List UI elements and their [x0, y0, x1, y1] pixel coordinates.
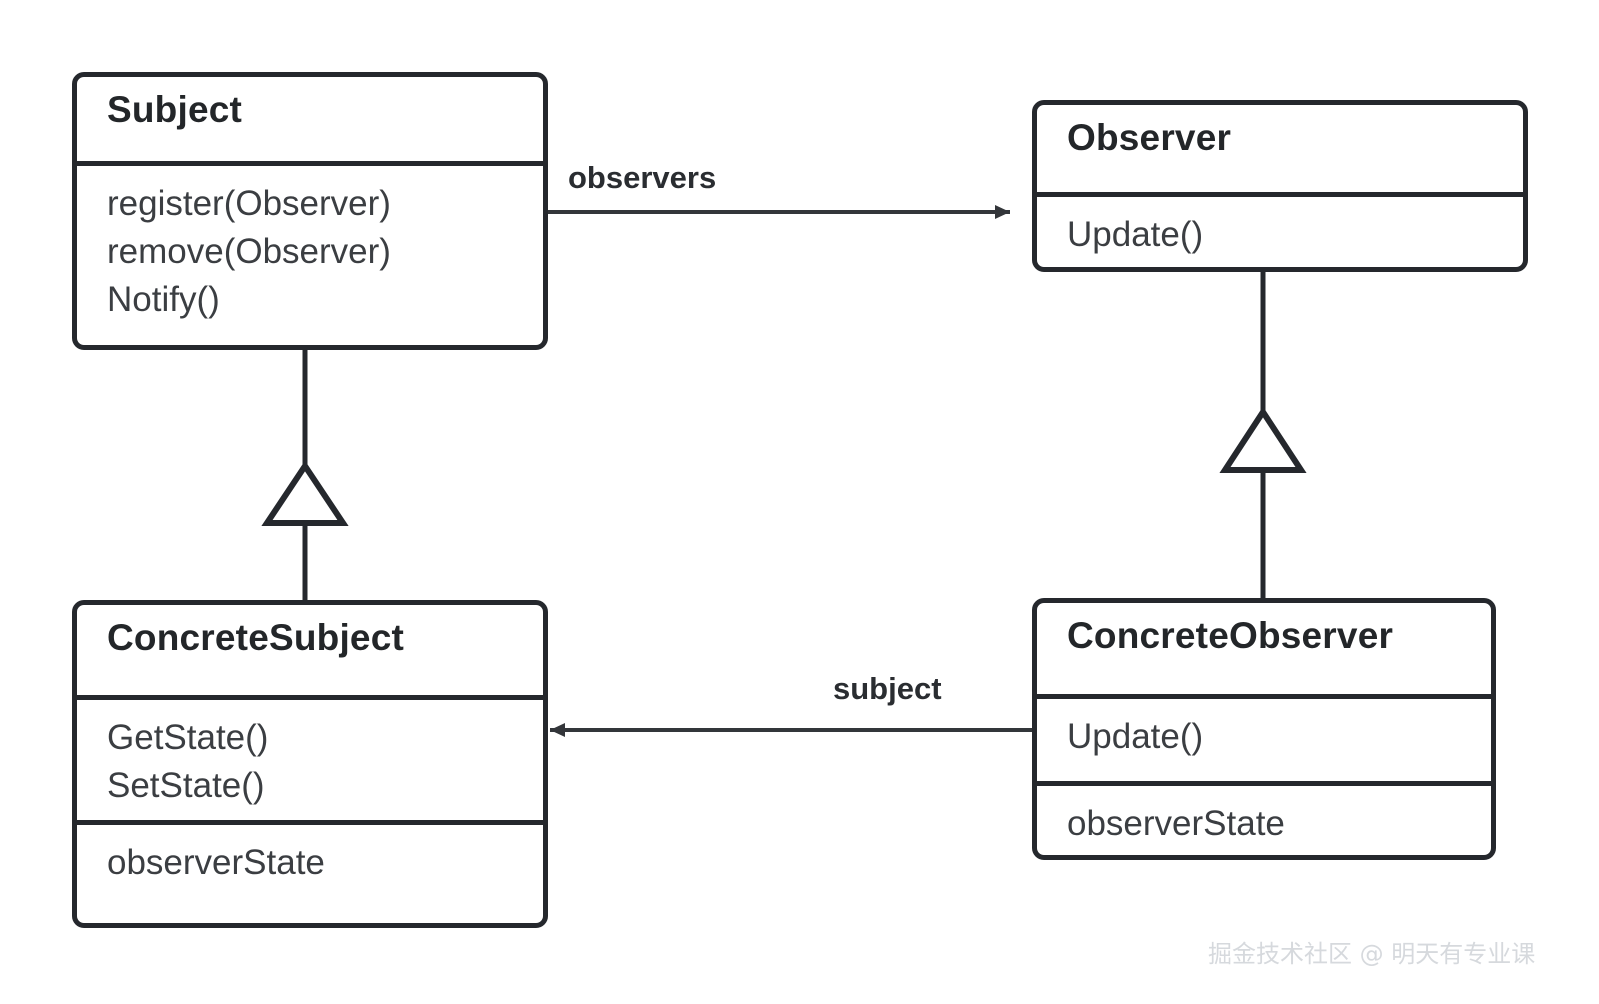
- class-member: Update(): [1067, 717, 1204, 756]
- edge-generalization-observer: [1219, 272, 1307, 598]
- class-member: SetState(): [107, 765, 265, 805]
- class-member: Notify(): [107, 279, 220, 319]
- edge-label-subject: subject: [833, 671, 942, 706]
- class-name-observer: Observer: [1067, 117, 1232, 158]
- class-attributes-compartment: observerState: [1037, 781, 1491, 855]
- class-box-observer[interactable]: Observer Update(): [1032, 100, 1528, 272]
- class-title-compartment: Subject: [77, 77, 543, 161]
- watermark-text: 掘金技术社区 @ 明天有专业课: [1208, 940, 1536, 968]
- edge-label-observers: observers: [568, 160, 717, 195]
- class-operations-compartment: Update(): [1037, 192, 1523, 267]
- class-box-concrete-subject[interactable]: ConcreteSubject GetState() SetState() ob…: [72, 600, 548, 928]
- class-name-concrete-subject: ConcreteSubject: [107, 617, 405, 658]
- class-member: register(Observer): [107, 184, 391, 223]
- class-attributes-compartment: observerState: [77, 820, 543, 903]
- class-operations-compartment: GetState() SetState(): [77, 695, 543, 820]
- class-operations-compartment: Update(): [1037, 694, 1491, 781]
- edge-generalization-subject: [261, 350, 349, 600]
- class-box-concrete-observer[interactable]: ConcreteObserver Update() observerState: [1032, 598, 1496, 860]
- class-member: remove(Observer): [107, 231, 391, 271]
- class-title-compartment: Observer: [1037, 105, 1523, 192]
- class-box-subject[interactable]: Subject register(Observer) remove(Observ…: [72, 72, 548, 350]
- class-name-subject: Subject: [107, 89, 243, 130]
- class-member: observerState: [1067, 804, 1285, 843]
- class-title-compartment: ConcreteSubject: [77, 605, 543, 695]
- class-name-concrete-observer: ConcreteObserver: [1067, 615, 1394, 656]
- class-member: observerState: [107, 843, 325, 882]
- class-operations-compartment: register(Observer) remove(Observer) Noti…: [77, 161, 543, 340]
- class-title-compartment: ConcreteObserver: [1037, 603, 1491, 694]
- class-member: GetState(): [107, 718, 269, 757]
- class-member: Update(): [1067, 215, 1204, 254]
